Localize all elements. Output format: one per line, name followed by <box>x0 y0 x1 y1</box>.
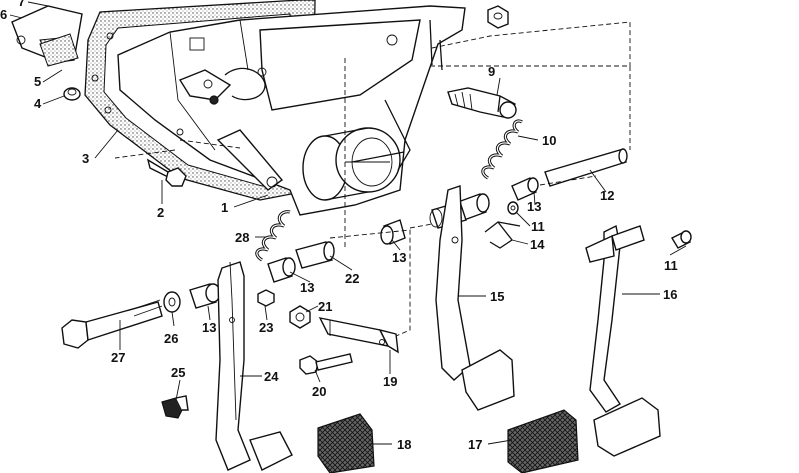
pedal-shaft-12 <box>544 148 628 187</box>
bolt-2 <box>146 158 187 187</box>
callout-1: 1 <box>221 200 228 215</box>
callout-4: 4 <box>34 96 42 111</box>
brake-light-switch <box>447 87 517 119</box>
sealing-pad <box>39 33 79 67</box>
callout-12: 12 <box>600 188 614 203</box>
callout-25: 25 <box>171 365 185 380</box>
pedal-16 <box>585 224 661 457</box>
callout-5: 5 <box>34 74 41 89</box>
washer-11-b <box>671 230 692 249</box>
bushing-13-left <box>189 283 221 309</box>
through-bolt-27 <box>61 299 163 349</box>
callout-13-c: 13 <box>300 280 314 295</box>
clevis-bolt-20 <box>299 353 353 375</box>
callout-15: 15 <box>490 289 504 304</box>
washer-11-a <box>507 201 519 215</box>
pedal-bracket-housing <box>117 5 466 216</box>
callout-3: 3 <box>82 151 89 166</box>
leader-lines <box>9 1 687 445</box>
callout-11-b: 11 <box>664 258 678 273</box>
callout-26: 26 <box>164 331 178 346</box>
callout-22: 22 <box>345 271 359 286</box>
return-spring-10 <box>481 119 523 180</box>
callout-14: 14 <box>530 237 545 252</box>
callout-16: 16 <box>663 287 677 302</box>
brake-pedal-15 <box>435 185 515 411</box>
spacer-tube-22 <box>295 241 335 269</box>
grommet <box>63 87 81 101</box>
callout-24: 24 <box>264 369 279 384</box>
callout-13-d: 13 <box>202 320 216 335</box>
callout-20: 20 <box>312 384 326 399</box>
washer-26 <box>163 291 181 313</box>
callout-13-a: 13 <box>527 199 541 214</box>
clevis-19 <box>318 317 399 354</box>
callout-11-a: 11 <box>531 219 545 234</box>
nut-23 <box>257 289 275 307</box>
callout-2: 2 <box>157 205 164 220</box>
callout-7: 7 <box>18 0 25 9</box>
bushing-13-left-upper <box>267 257 296 283</box>
callout-28: 28 <box>235 230 249 245</box>
callout-labels: 1 2 3 4 5 6 7 9 10 11 11 12 13 13 13 13 … <box>0 0 678 452</box>
alignment-lines <box>114 21 631 337</box>
bushing-13-right <box>511 177 539 201</box>
callout-10: 10 <box>542 133 556 148</box>
callout-18: 18 <box>397 437 411 452</box>
bushing-13-center <box>380 219 406 245</box>
callout-23: 23 <box>259 320 273 335</box>
nut-top <box>487 5 509 29</box>
clutch-pedal-24 <box>215 261 293 471</box>
callout-19: 19 <box>383 374 397 389</box>
callout-21: 21 <box>318 299 332 314</box>
callout-9: 9 <box>488 64 495 79</box>
pedal-pad-17 <box>507 409 579 473</box>
plug-25 <box>161 395 189 419</box>
nut-21 <box>289 305 311 329</box>
pedal-pad-18 <box>317 413 375 473</box>
callout-13-b: 13 <box>392 250 406 265</box>
return-spring-28 <box>255 210 291 262</box>
callout-17: 17 <box>468 437 482 452</box>
callout-27: 27 <box>111 350 125 365</box>
clip-14 <box>484 221 521 249</box>
callout-6: 6 <box>0 7 7 22</box>
